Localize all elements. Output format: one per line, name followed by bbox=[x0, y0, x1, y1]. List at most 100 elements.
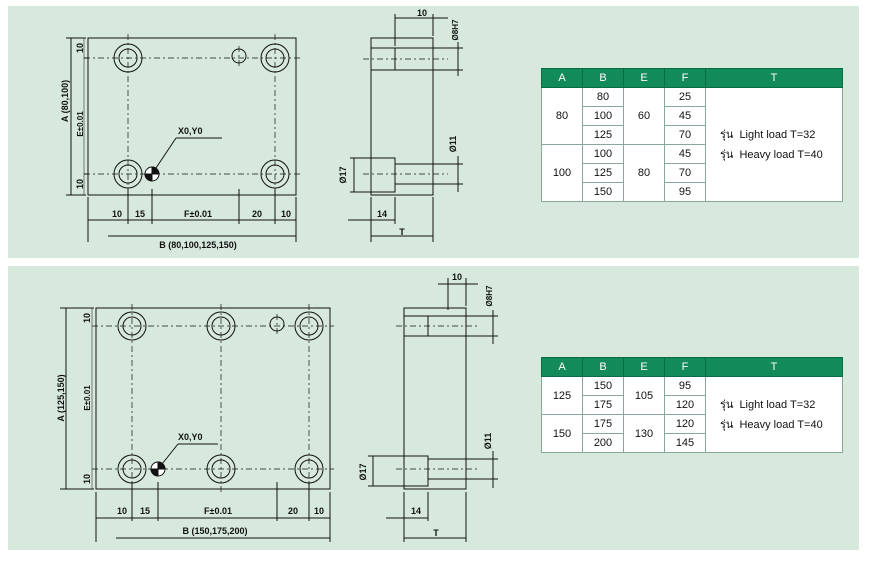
cell-e: 105 bbox=[623, 376, 665, 415]
header-b: B bbox=[582, 68, 624, 88]
cell-e: 60 bbox=[623, 87, 665, 145]
dim-height-label: A (125,150) bbox=[56, 374, 66, 421]
origin-label: X0,Y0 bbox=[178, 432, 203, 442]
dim-bottom-label: 10 bbox=[82, 474, 92, 484]
dim-row-1: 15 bbox=[140, 506, 150, 516]
side-view-counterbore bbox=[403, 455, 429, 487]
dim-height-label: A (80,100) bbox=[60, 80, 70, 122]
bolt-hole-top-center bbox=[206, 311, 236, 341]
table-row: 100 45 bbox=[542, 106, 843, 126]
origin-marker bbox=[144, 137, 222, 182]
technical-drawing-large: A (125,150) E±0.01 10 10 X0,Y0 10 15 F±0… bbox=[56, 272, 498, 542]
cell-f: 145 bbox=[664, 433, 706, 453]
table-row: 150 95 bbox=[542, 182, 843, 202]
cell-b: 200 bbox=[582, 433, 624, 453]
bolt-hole-top-left bbox=[117, 311, 147, 341]
side-dim-bore: Ø8H7 bbox=[485, 285, 494, 306]
cell-b: 100 bbox=[582, 144, 624, 164]
technical-drawing-small: A (80,100) E±0.01 10 10 X0,Y0 10 15 F±0.… bbox=[60, 8, 463, 250]
cell-f: 70 bbox=[664, 163, 706, 183]
header-f: F bbox=[664, 68, 706, 88]
bolt-hole-bottom-left bbox=[113, 159, 143, 189]
header-e: E bbox=[623, 357, 665, 377]
header-a: A bbox=[541, 68, 583, 88]
dim-row-4: 10 bbox=[314, 506, 324, 516]
table-row: 125 70 bbox=[542, 163, 843, 183]
header-t: T bbox=[705, 357, 843, 377]
cell-f: 45 bbox=[664, 144, 706, 164]
side-dim-t: T bbox=[433, 528, 439, 538]
cell-b: 125 bbox=[582, 163, 624, 183]
cell-e: 130 bbox=[623, 414, 665, 453]
bolt-hole-top-right bbox=[294, 311, 324, 341]
table-row: 200 145 bbox=[542, 433, 843, 453]
side-dim-top: 10 bbox=[417, 8, 427, 18]
spec-panel-large: A (125,150) E±0.01 10 10 X0,Y0 10 15 F±0… bbox=[8, 266, 859, 550]
side-view-counterbore bbox=[370, 157, 396, 193]
bolt-hole-top-right bbox=[260, 43, 290, 73]
side-dim-pin: Ø11 bbox=[448, 136, 458, 153]
side-dim-t: T bbox=[399, 227, 405, 237]
cell-b: 125 bbox=[582, 125, 624, 145]
dim-row-3: 20 bbox=[288, 506, 298, 516]
dim-row-0: 10 bbox=[112, 209, 122, 219]
header-t: T bbox=[705, 68, 843, 88]
table-row: 150 175 130 120 bbox=[541, 414, 843, 453]
bolt-hole-bottom-center bbox=[206, 454, 236, 484]
header-a: A bbox=[541, 357, 583, 377]
dowel-hole bbox=[269, 316, 285, 332]
table-row: 175 120 bbox=[542, 395, 843, 415]
dowel-hole bbox=[231, 48, 247, 64]
origin-label: X0,Y0 bbox=[178, 126, 203, 136]
dim-row-2: F±0.01 bbox=[184, 209, 212, 219]
cell-b: 80 bbox=[582, 87, 624, 107]
dim-row-4: 10 bbox=[281, 209, 291, 219]
side-dim-head: Ø17 bbox=[358, 463, 368, 480]
bolt-hole-top-left bbox=[113, 43, 143, 73]
dim-bottom-label: 10 bbox=[75, 179, 85, 189]
origin-marker bbox=[150, 443, 218, 477]
cell-a: 100 bbox=[541, 144, 583, 202]
cell-f: 95 bbox=[664, 182, 706, 202]
cell-f: 45 bbox=[664, 106, 706, 126]
dim-row-2: F±0.01 bbox=[204, 506, 232, 516]
cell-b: 150 bbox=[582, 182, 624, 202]
dim-top-label: 10 bbox=[82, 313, 92, 323]
side-dim-top: 10 bbox=[452, 272, 462, 282]
cell-f: 120 bbox=[664, 395, 706, 415]
dim-row-3: 20 bbox=[252, 209, 262, 219]
header-f: F bbox=[664, 357, 706, 377]
cell-b: 100 bbox=[582, 106, 624, 126]
cell-f: 70 bbox=[664, 125, 706, 145]
front-view-plate bbox=[95, 307, 331, 490]
dim-width-label: B (80,100,125,150) bbox=[159, 240, 237, 250]
dim-e-label: E±0.01 bbox=[76, 111, 85, 137]
side-dim-head: Ø17 bbox=[338, 166, 348, 183]
header-e: E bbox=[623, 68, 665, 88]
side-view-plate bbox=[403, 307, 467, 490]
side-dim-pin: Ø11 bbox=[483, 433, 493, 450]
dim-row-0: 10 bbox=[117, 506, 127, 516]
cell-b: 175 bbox=[582, 414, 624, 434]
cell-a: 150 bbox=[541, 414, 583, 453]
dim-row-1: 15 bbox=[135, 209, 145, 219]
cell-f: 120 bbox=[664, 414, 706, 434]
cell-b: 150 bbox=[582, 376, 624, 396]
side-view-plate bbox=[370, 37, 434, 196]
cell-f: 25 bbox=[664, 87, 706, 107]
side-dim-bottom: 14 bbox=[377, 209, 387, 219]
cell-e: 80 bbox=[623, 144, 665, 202]
cell-a: 80 bbox=[541, 87, 583, 145]
dim-top-label: 10 bbox=[75, 43, 85, 53]
dim-e-label: E±0.01 bbox=[83, 385, 92, 411]
dim-width-label: B (150,175,200) bbox=[182, 526, 247, 536]
